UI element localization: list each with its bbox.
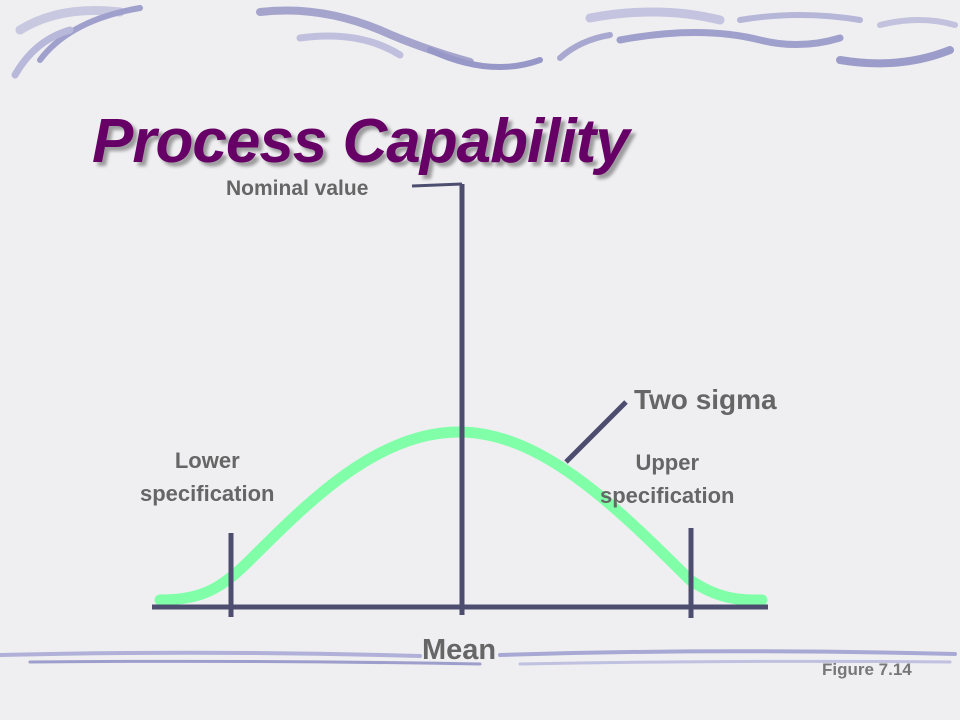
decorative-strokes-top — [11, 5, 958, 79]
figure-number: Figure 7.14 — [822, 660, 912, 679]
lower-spec-line-1: Lower — [174, 448, 240, 473]
slide-title: Process Capability — [92, 107, 630, 176]
two-sigma-leader — [564, 400, 628, 464]
nominal-value-leader — [411, 182, 463, 188]
upper-spec-line-1: Upper — [635, 450, 700, 475]
upper-spec-line-2: specification — [600, 483, 735, 508]
two-sigma-label: Two sigma — [634, 384, 777, 415]
mean-label: Mean — [422, 634, 497, 666]
upper-specification-label: Upper specification — [600, 446, 734, 512]
decorative-strokes-bottom — [0, 649, 957, 666]
nominal-value-label: Nominal value — [226, 177, 369, 200]
lower-specification-label: Lower specification — [140, 444, 274, 510]
capability-diagram — [152, 182, 768, 618]
lower-spec-line-2: specification — [140, 481, 275, 506]
